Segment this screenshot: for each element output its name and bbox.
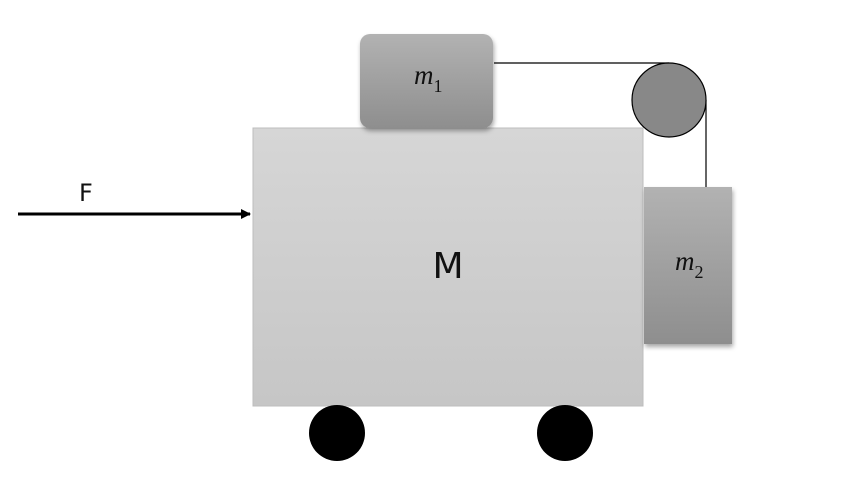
block-m2 (644, 187, 732, 344)
force-label: F (79, 179, 93, 207)
pulley (631, 62, 707, 138)
block-m2-label: m2 (675, 246, 704, 282)
wheel-left (309, 405, 365, 461)
cart-body (252, 127, 644, 407)
cart-mass-label: M (432, 246, 463, 287)
block-m1-label: m1 (414, 60, 443, 96)
block-m1 (360, 34, 493, 128)
wheel-right (537, 405, 593, 461)
